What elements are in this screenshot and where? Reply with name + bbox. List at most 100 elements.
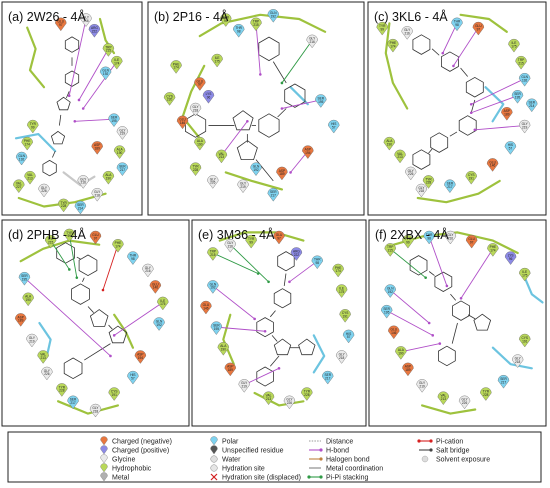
ligand-structure [42, 36, 80, 177]
legend-item: Pi-cation [417, 438, 463, 445]
residue-marker [220, 13, 232, 27]
residue-marker [157, 296, 169, 311]
legend-swatch [210, 445, 218, 455]
residue-marker [335, 284, 348, 298]
residue-marker [388, 325, 400, 340]
ligand-ring [434, 271, 453, 292]
ligand-bond [431, 48, 440, 56]
legend-item: Unspecified residue [210, 445, 284, 455]
pocket-contour [384, 22, 409, 110]
ligand-ring [256, 317, 274, 338]
hbond-end [473, 128, 477, 132]
residue-marker [245, 234, 257, 249]
ligand-bond [269, 355, 280, 367]
hbond-end [431, 334, 435, 337]
pipi-line [281, 40, 313, 84]
residue-marker [207, 280, 219, 294]
residue-marker [200, 300, 212, 315]
legend-item: Hydration site (displaced) [210, 473, 301, 481]
ligand-ring [63, 357, 83, 380]
residue-marker [102, 171, 115, 185]
residue-marker [335, 350, 348, 364]
legend-label: Hydrophobic [112, 465, 152, 472]
ligand-ring [258, 36, 280, 62]
pipi-end [75, 276, 79, 279]
hbond-line [442, 23, 458, 54]
residue-marker [108, 113, 120, 127]
ligand-bond [428, 271, 435, 276]
legend-border [7, 431, 542, 483]
residue-marker [332, 263, 344, 278]
hbond-line [474, 125, 525, 131]
hbond-line [113, 302, 164, 336]
panel-title: (c) 3KL6 - 4Å [374, 9, 448, 24]
residue-marker [44, 234, 57, 249]
residue-marker [504, 141, 517, 155]
residue-marker [497, 375, 510, 389]
residue-marker [41, 366, 53, 381]
residue-marker [113, 145, 126, 159]
pocket-contour [484, 86, 505, 123]
panel-title: (e) 3M36 - 4Å [198, 227, 275, 242]
legend-label: Unspecified residue [222, 447, 284, 454]
residue-marker [18, 272, 31, 286]
ligand-ring [465, 76, 484, 98]
panel-border [367, 1, 547, 216]
hbond-line [212, 285, 255, 320]
residue-marker [207, 247, 219, 261]
ligand-ring [452, 300, 470, 321]
legend-item: H-bond [309, 447, 349, 454]
residue-marker [112, 239, 124, 253]
pocket-contour [416, 179, 501, 204]
residue-marker [149, 280, 162, 294]
ligand-bond [449, 131, 458, 137]
pocket-contour [491, 346, 533, 370]
residue-marker [127, 251, 139, 265]
legend-label: Charged (positive) [112, 447, 169, 454]
